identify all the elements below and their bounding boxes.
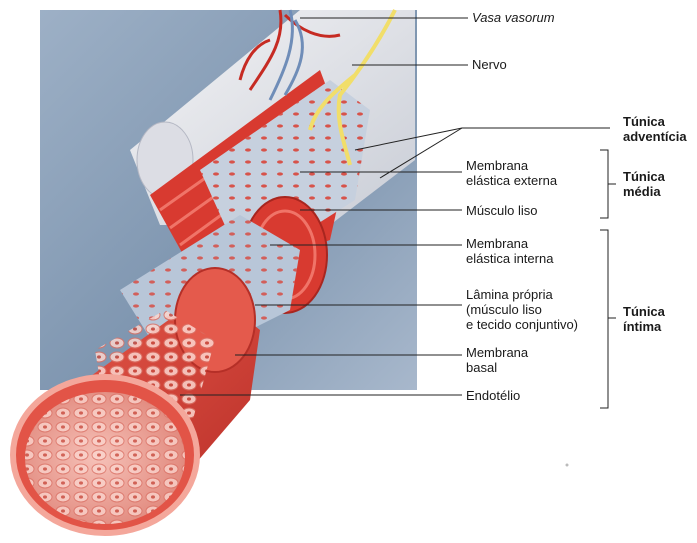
label-nervo: Nervo — [472, 57, 507, 72]
label-membrana-basal: Membrana basal — [466, 345, 528, 375]
bracket-tunica-media — [600, 150, 616, 218]
brackets — [600, 150, 616, 408]
group-tunica-adventicia: Túnica adventícia — [623, 114, 687, 144]
bracket-tunica-intima — [600, 230, 616, 408]
label-musculo-liso: Músculo liso — [466, 203, 538, 218]
label-lamina-propria: Lâmina própria (músculo liso e tecido co… — [466, 287, 578, 332]
scan-speck — [566, 464, 569, 467]
label-vasa-vasorum: Vasa vasorum — [472, 10, 555, 25]
label-membrana-elastica-interna: Membrana elástica interna — [466, 236, 553, 266]
label-membrana-elastica-externa: Membrana elástica externa — [466, 158, 557, 188]
label-endotelio: Endotélio — [466, 388, 520, 403]
group-tunica-intima: Túnica íntima — [623, 304, 665, 334]
group-tunica-media: Túnica média — [623, 169, 665, 199]
lumen-endothelial-cells — [25, 392, 185, 524]
